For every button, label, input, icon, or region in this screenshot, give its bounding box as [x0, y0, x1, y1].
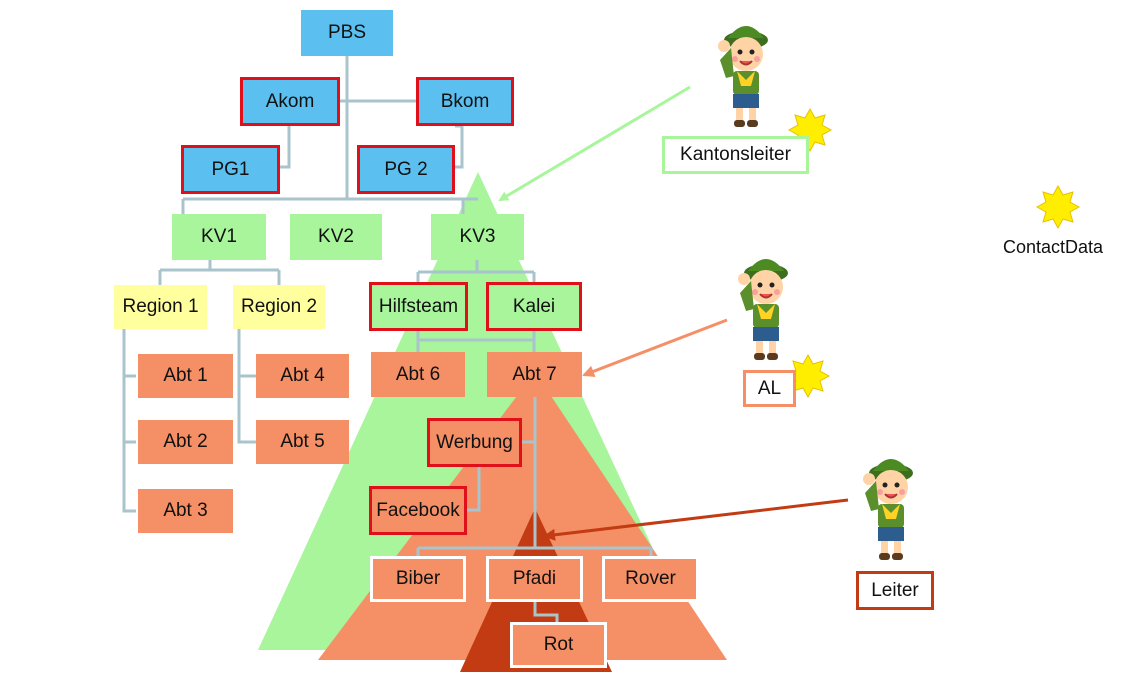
- node-abt3: Abt 3: [138, 489, 233, 533]
- node-facebook: Facebook: [369, 486, 467, 535]
- scout-kantonsleiter-icon: [717, 25, 769, 128]
- node-pg2: PG 2: [357, 145, 455, 194]
- node-pg1: PG1: [181, 145, 280, 194]
- node-rot: Rot: [510, 622, 607, 668]
- scout-leiter-icon: [862, 458, 914, 561]
- node-abt6: Abt 6: [371, 352, 465, 397]
- node-abt2: Abt 2: [138, 420, 233, 464]
- node-abt4: Abt 4: [256, 354, 349, 398]
- node-kv2: KV2: [290, 214, 382, 260]
- node-bkom: Bkom: [416, 77, 514, 126]
- node-abt5: Abt 5: [256, 420, 349, 464]
- star-al-icon: [785, 353, 831, 399]
- node-kv1: KV1: [172, 214, 266, 260]
- role-al: AL: [743, 370, 796, 407]
- arrow-kantonsleiter: [498, 85, 691, 202]
- arrow-leiter: [543, 498, 849, 541]
- node-rover: Rover: [602, 556, 699, 602]
- node-abt1: Abt 1: [138, 354, 233, 398]
- node-kalei: Kalei: [486, 282, 582, 331]
- node-abt7: Abt 7: [487, 352, 582, 397]
- node-biber: Biber: [370, 556, 466, 602]
- node-pbs: PBS: [301, 10, 393, 56]
- node-region2: Region 2: [233, 285, 325, 329]
- scout-al-icon: [737, 258, 789, 361]
- node-pfadi: Pfadi: [486, 556, 583, 602]
- node-werbung: Werbung: [427, 418, 522, 467]
- star-contactdata-icon: [1035, 184, 1081, 230]
- node-kv3: KV3: [431, 214, 524, 260]
- role-leiter: Leiter: [856, 571, 934, 610]
- node-hilfsteam: Hilfsteam: [369, 282, 468, 331]
- role-kantonsleiter: Kantonsleiter: [662, 136, 809, 174]
- arrow-al: [582, 318, 728, 378]
- legend-contactdata: ContactData: [1003, 237, 1104, 257]
- node-akom: Akom: [240, 77, 340, 126]
- connectors: [122, 56, 653, 622]
- node-region1: Region 1: [114, 285, 207, 329]
